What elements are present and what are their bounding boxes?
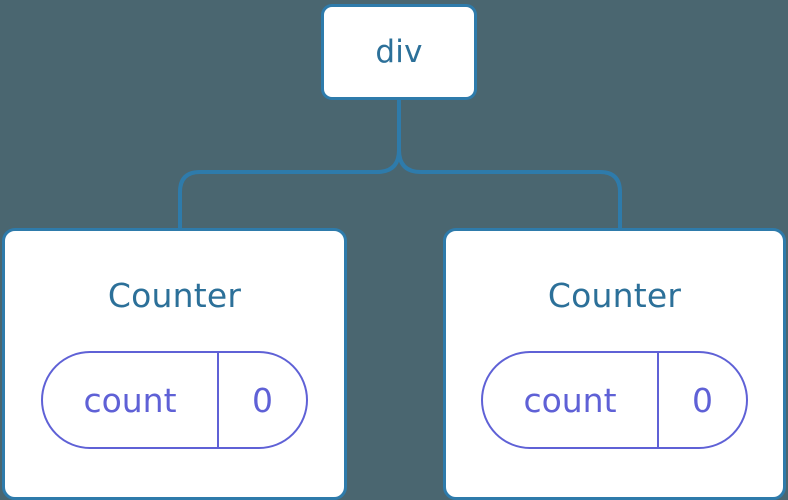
node-counter-1[interactable]: Counter count 0 <box>2 228 347 500</box>
state-key-label: count <box>523 380 617 420</box>
state-value-label: 0 <box>252 380 273 420</box>
state-key-cell: count <box>43 353 219 447</box>
node-counter-2[interactable]: Counter count 0 <box>443 228 786 500</box>
node-root-div[interactable]: div <box>321 4 477 100</box>
state-pill-counter-2[interactable]: count 0 <box>481 351 748 449</box>
node-root-label: div <box>375 33 423 70</box>
state-value-cell: 0 <box>219 353 306 447</box>
node-counter-1-title: Counter <box>107 276 242 315</box>
state-pill-counter-1[interactable]: count 0 <box>41 351 308 449</box>
state-value-label: 0 <box>692 380 713 420</box>
state-value-cell: 0 <box>659 353 746 447</box>
connector-root-to-left <box>178 100 401 230</box>
connector-root-to-right <box>397 100 622 230</box>
state-key-cell: count <box>483 353 659 447</box>
node-counter-2-title: Counter <box>547 276 682 315</box>
state-key-label: count <box>83 380 177 420</box>
